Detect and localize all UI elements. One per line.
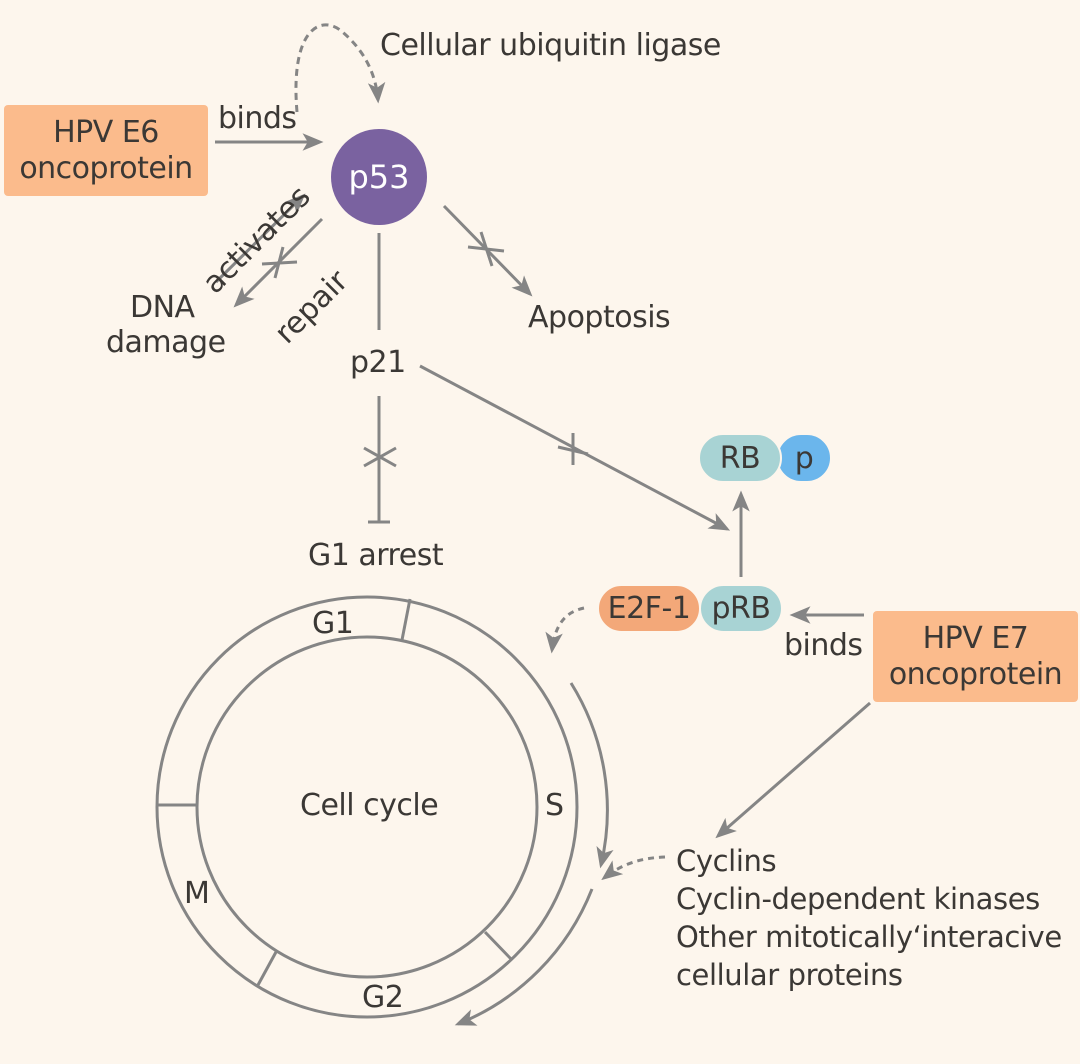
hpv-e6-oncoprotein-box: HPV E6 oncoprotein: [4, 105, 208, 196]
p53-node: p53: [331, 129, 427, 225]
ubiquitin-ligase-label: Cellular ubiquitin ligase: [380, 28, 721, 63]
hpv-e7-oncoprotein-box: HPV E7 oncoprotein: [873, 611, 1078, 702]
phase-g2-label: G2: [362, 980, 404, 1015]
repair-block-mark: [261, 246, 298, 279]
apoptosis-block-mark: [467, 231, 505, 267]
cdk-item: Cyclin-dependent kinases: [676, 882, 1040, 916]
e7-binds-label: binds: [784, 628, 863, 663]
hpv-e6-line1: HPV E6: [53, 114, 159, 150]
cell-cycle-inner-ring: [195, 635, 539, 979]
cyclins-list: Cyclins Cyclin-dependent kinases Other m…: [676, 842, 1062, 994]
hpv-e7-line2: oncoprotein: [888, 656, 1063, 692]
e7-to-cyclins-arrow: [715, 701, 871, 839]
progression-arc-upper: [569, 682, 614, 869]
phase-m-label: M: [184, 876, 210, 911]
dna-label: DNA: [130, 290, 195, 325]
cellular-proteins-item: cellular proteins: [676, 958, 903, 992]
phase-s-label: S: [545, 788, 564, 823]
p21-label: p21: [350, 345, 406, 380]
e2f1-dashed-arrow: [545, 606, 585, 654]
hpv-e7-line1: HPV E7: [922, 620, 1029, 656]
prb-node: pRB: [699, 584, 783, 633]
g1-arrest-label: G1 arrest: [308, 538, 444, 573]
cyclins-dashed-arrow: [601, 855, 666, 881]
phosphate-node: p: [776, 433, 832, 483]
cell-cycle-outer-ring: [155, 595, 579, 1019]
rb-node: RB: [698, 433, 782, 483]
cell-cycle-label: Cell cycle: [300, 788, 439, 823]
g1-arrest-block-mark: [363, 446, 397, 468]
phase-g1-label: G1: [312, 606, 354, 641]
progression-arc-lower: [454, 888, 594, 1026]
ubiquitin-dashed-arrow: [294, 23, 386, 113]
e2f1-node: E2F-1: [597, 584, 701, 633]
phase-divider-g1-s: [400, 598, 412, 641]
cyclins-item: Cyclins: [676, 844, 777, 878]
cell-cycle-ring: [155, 595, 579, 1019]
damage-label: damage: [106, 325, 226, 360]
phase-divider-g2-m: [256, 951, 278, 986]
e6-binds-label: binds: [218, 101, 297, 136]
apoptosis-label: Apoptosis: [528, 300, 671, 335]
hpv-e6-line2: oncoprotein: [19, 150, 193, 186]
phase-divider-s-g2: [483, 930, 514, 962]
mitotic-proteins-item: Other mitotically‘interacive: [676, 920, 1062, 954]
activates-arrow: [214, 193, 306, 284]
p21-prb-block-mark: [557, 433, 589, 465]
